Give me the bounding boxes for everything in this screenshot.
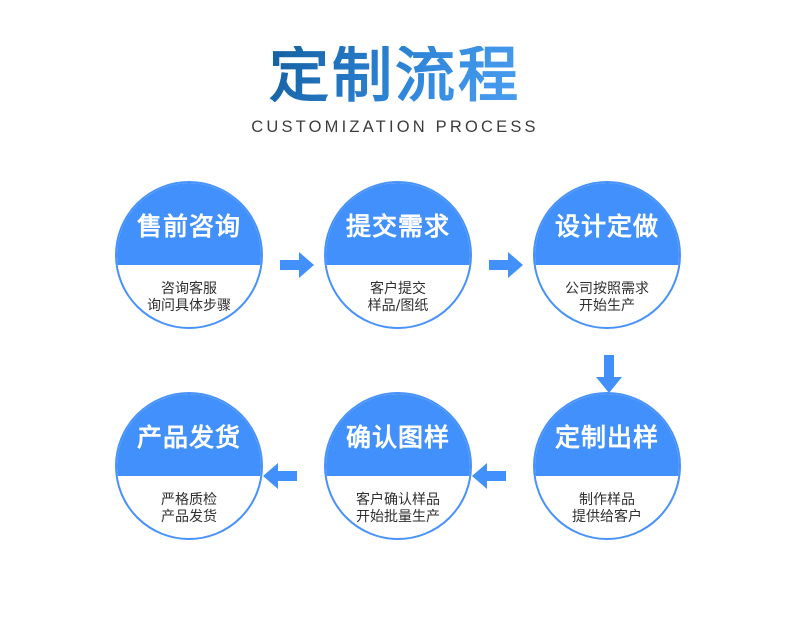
flow-step-2-title: 提交需求 xyxy=(345,211,450,241)
flow-step-6-title: 产品发货 xyxy=(136,422,241,452)
flow-step-1: 售前咨询 咨询客服 询问具体步骤 xyxy=(115,181,263,329)
flow-step-3-desc-line-2: 开始生产 xyxy=(579,298,635,314)
flow-step-5-desc-line-1: 客户确认样品 xyxy=(356,492,440,508)
flow-step-2-desc-line-2: 样品/图纸 xyxy=(367,298,429,314)
flow-step-1-desc-line-1: 咨询客服 xyxy=(161,281,217,297)
flow-step-1-body: 咨询客服 询问具体步骤 xyxy=(117,265,261,327)
flow-step-5-title: 确认图样 xyxy=(345,422,450,452)
flow-step-4-desc-line-1: 制作样品 xyxy=(579,492,635,508)
flow-step-1-desc-line-2: 询问具体步骤 xyxy=(147,298,231,314)
flow-step-6-desc-line-2: 产品发货 xyxy=(161,509,217,525)
flow-step-6: 产品发货 严格质检 产品发货 xyxy=(115,392,263,540)
arrow-right-icon xyxy=(280,251,314,279)
flow-step-1-header: 售前咨询 xyxy=(117,183,261,265)
arrow-left-icon xyxy=(472,462,506,490)
flow-step-5: 确认图样 客户确认样品 开始批量生产 xyxy=(324,392,472,540)
flow-step-4-title: 定制出样 xyxy=(554,422,659,452)
flow-step-6-desc-line-1: 严格质检 xyxy=(161,492,217,508)
flow-step-2-body: 客户提交 样品/图纸 xyxy=(326,265,470,327)
flow-step-4-desc-line-2: 提供给客户 xyxy=(572,509,642,525)
header: 定制流程 CUSTOMIZATION PROCESS xyxy=(0,46,790,137)
arrow-down-icon xyxy=(595,355,623,393)
page-title: 定制流程 xyxy=(269,41,521,111)
flow-step-4: 定制出样 制作样品 提供给客户 xyxy=(533,392,681,540)
flow-step-5-desc-line-2: 开始批量生产 xyxy=(356,509,440,525)
flow-step-3: 设计定做 公司按照需求 开始生产 xyxy=(533,181,681,329)
page-subtitle: CUSTOMIZATION PROCESS xyxy=(251,118,539,136)
flow-step-6-body: 严格质检 产品发货 xyxy=(117,476,261,538)
flow-step-3-header: 设计定做 xyxy=(535,183,679,265)
flow-step-1-title: 售前咨询 xyxy=(136,211,241,241)
flow-step-5-header: 确认图样 xyxy=(326,394,470,476)
flow-step-3-body: 公司按照需求 开始生产 xyxy=(535,265,679,327)
arrow-right-icon xyxy=(489,251,523,279)
flow-step-2: 提交需求 客户提交 样品/图纸 xyxy=(324,181,472,329)
flow-step-2-header: 提交需求 xyxy=(326,183,470,265)
flow-step-5-body: 客户确认样品 开始批量生产 xyxy=(326,476,470,538)
flow-step-4-body: 制作样品 提供给客户 xyxy=(535,476,679,538)
flow-step-2-desc-line-1: 客户提交 xyxy=(370,281,426,297)
flow-step-3-title: 设计定做 xyxy=(554,211,659,241)
flow-step-3-desc-line-1: 公司按照需求 xyxy=(565,281,649,297)
flow-step-6-header: 产品发货 xyxy=(117,394,261,476)
flow-step-4-header: 定制出样 xyxy=(535,394,679,476)
arrow-left-icon xyxy=(263,462,297,490)
